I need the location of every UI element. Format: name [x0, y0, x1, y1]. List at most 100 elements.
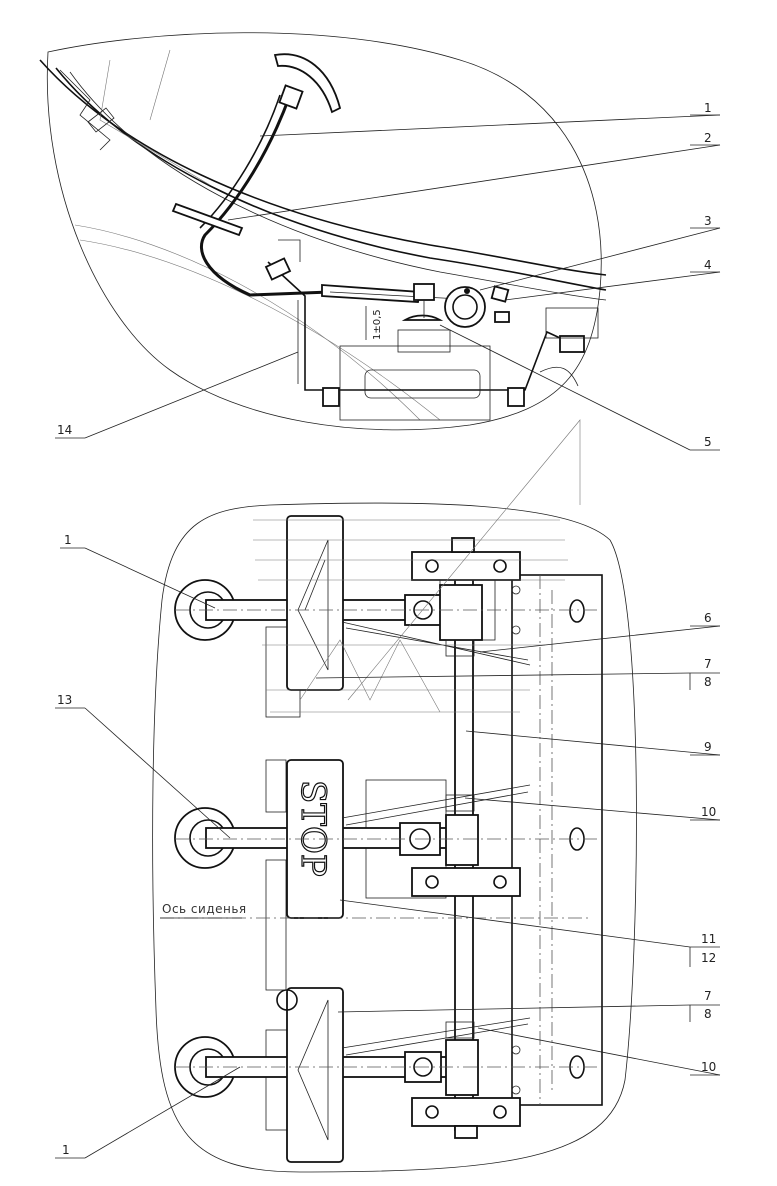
stop-plate — [171, 202, 244, 237]
dimension-text: 1±0,5 — [372, 309, 383, 340]
plate-bolt-2 — [511, 625, 521, 635]
clamp-bottom — [411, 1097, 521, 1139]
hidden-edge-1 — [74, 224, 421, 421]
hidden-edge-3 — [149, 49, 171, 121]
adjust-washer — [401, 314, 444, 321]
watermark-arrow — [347, 419, 581, 701]
callout-1a: 1 — [704, 101, 712, 115]
plan-view-outline — [152, 502, 637, 1173]
callout-14: 14 — [57, 423, 72, 437]
plan-view: STOP — [152, 419, 637, 1173]
callout-7a: 7 — [704, 657, 712, 671]
leader-7a — [315, 672, 691, 679]
plate-bolt-1 — [511, 585, 521, 595]
pedal-pad — [273, 53, 342, 114]
frame-left-mid2 — [265, 859, 287, 991]
pivot-inner — [452, 294, 478, 320]
hub-bottom — [404, 1039, 479, 1096]
cab-bracket — [59, 69, 111, 151]
leader-3 — [479, 227, 721, 291]
clamp-mid — [411, 867, 521, 897]
bolt-a — [264, 257, 292, 281]
hidden-edge-2 — [79, 239, 441, 421]
right-lip — [539, 366, 579, 387]
callout-2: 2 — [704, 131, 712, 145]
callout-8a: 8 — [704, 675, 712, 689]
callout-1b: 1 — [64, 533, 72, 547]
watermark-w — [299, 639, 441, 713]
cab-bolt — [87, 107, 115, 133]
nut-4 — [494, 311, 510, 323]
callout-3: 3 — [704, 214, 712, 228]
hub-top — [404, 584, 483, 641]
bracket — [267, 261, 561, 391]
bolt-b — [559, 335, 585, 353]
callouts: 1 2 3 4 5 14 1 6 7 8 9 13 — [55, 101, 721, 1159]
spring-mid-coil — [445, 794, 475, 812]
bolt-c — [322, 387, 340, 407]
callout-11: 11 — [701, 932, 716, 946]
callout-5: 5 — [704, 435, 712, 449]
mount-plate — [511, 574, 603, 1106]
hidden-edge-4 — [99, 59, 211, 186]
side-view: 1±0,5 — [39, 32, 607, 431]
callout-13: 13 — [57, 693, 72, 707]
callout-10a: 10 — [701, 805, 716, 819]
leader-14 — [84, 351, 299, 439]
switch-body — [339, 345, 491, 421]
switch-frame — [364, 369, 481, 399]
bolt-d — [507, 387, 525, 407]
leader-10b — [477, 1027, 721, 1076]
right-block — [545, 307, 599, 339]
leader-9 — [465, 730, 721, 756]
spring-bottom-coil — [445, 1021, 475, 1039]
side-view-outline — [46, 32, 602, 431]
leader-6 — [479, 625, 721, 653]
leader-1b — [84, 547, 216, 609]
switch-cap — [397, 329, 451, 353]
leader-1a — [259, 114, 721, 137]
seat-axis-label: Ось сиденья — [162, 902, 247, 916]
leader-11 — [339, 899, 691, 948]
spring-top-coil — [445, 639, 475, 657]
callout-1c: 1 — [62, 1143, 70, 1157]
pedal-pad-top — [286, 515, 344, 691]
stop-text: STOP — [293, 780, 333, 877]
plate-bolt-3 — [511, 1045, 521, 1055]
pedal-pad-bottom — [276, 987, 344, 1163]
pedal-arm-inner — [199, 94, 281, 229]
spring-mid — [341, 784, 531, 826]
plate-bolt-4 — [511, 1085, 521, 1095]
left-step — [278, 239, 301, 262]
pivot-pin — [464, 288, 470, 294]
spring-top — [341, 621, 531, 666]
leader-4 — [504, 271, 721, 301]
leader-10a — [464, 797, 721, 821]
pivot-outer — [444, 286, 486, 328]
callout-6: 6 — [704, 611, 712, 625]
callout-7b: 7 — [704, 989, 712, 1003]
watermark-outline — [253, 519, 568, 713]
pedal-nut — [278, 84, 304, 110]
frame-left-mid — [265, 759, 287, 813]
callout-9: 9 — [704, 740, 712, 754]
pedal-arm — [200, 94, 331, 297]
adjust-nut — [413, 283, 435, 301]
clamp-top — [411, 537, 521, 581]
lever-rod — [321, 284, 422, 303]
callout-4: 4 — [704, 258, 712, 272]
floor-curve-inner — [55, 67, 607, 291]
hub-mid — [399, 814, 479, 866]
nut-3 — [490, 285, 510, 303]
callout-8b: 8 — [704, 1007, 712, 1021]
leader-1c — [84, 1066, 241, 1159]
callout-12: 12 — [701, 951, 716, 965]
leader-5 — [439, 324, 691, 451]
roller-mid — [174, 807, 457, 869]
spring-bottom — [341, 1017, 531, 1056]
plate-hole-1 — [569, 599, 585, 623]
leader-13 — [84, 707, 231, 839]
callout-10b: 10 — [701, 1060, 716, 1074]
leader-7b — [337, 1004, 691, 1013]
